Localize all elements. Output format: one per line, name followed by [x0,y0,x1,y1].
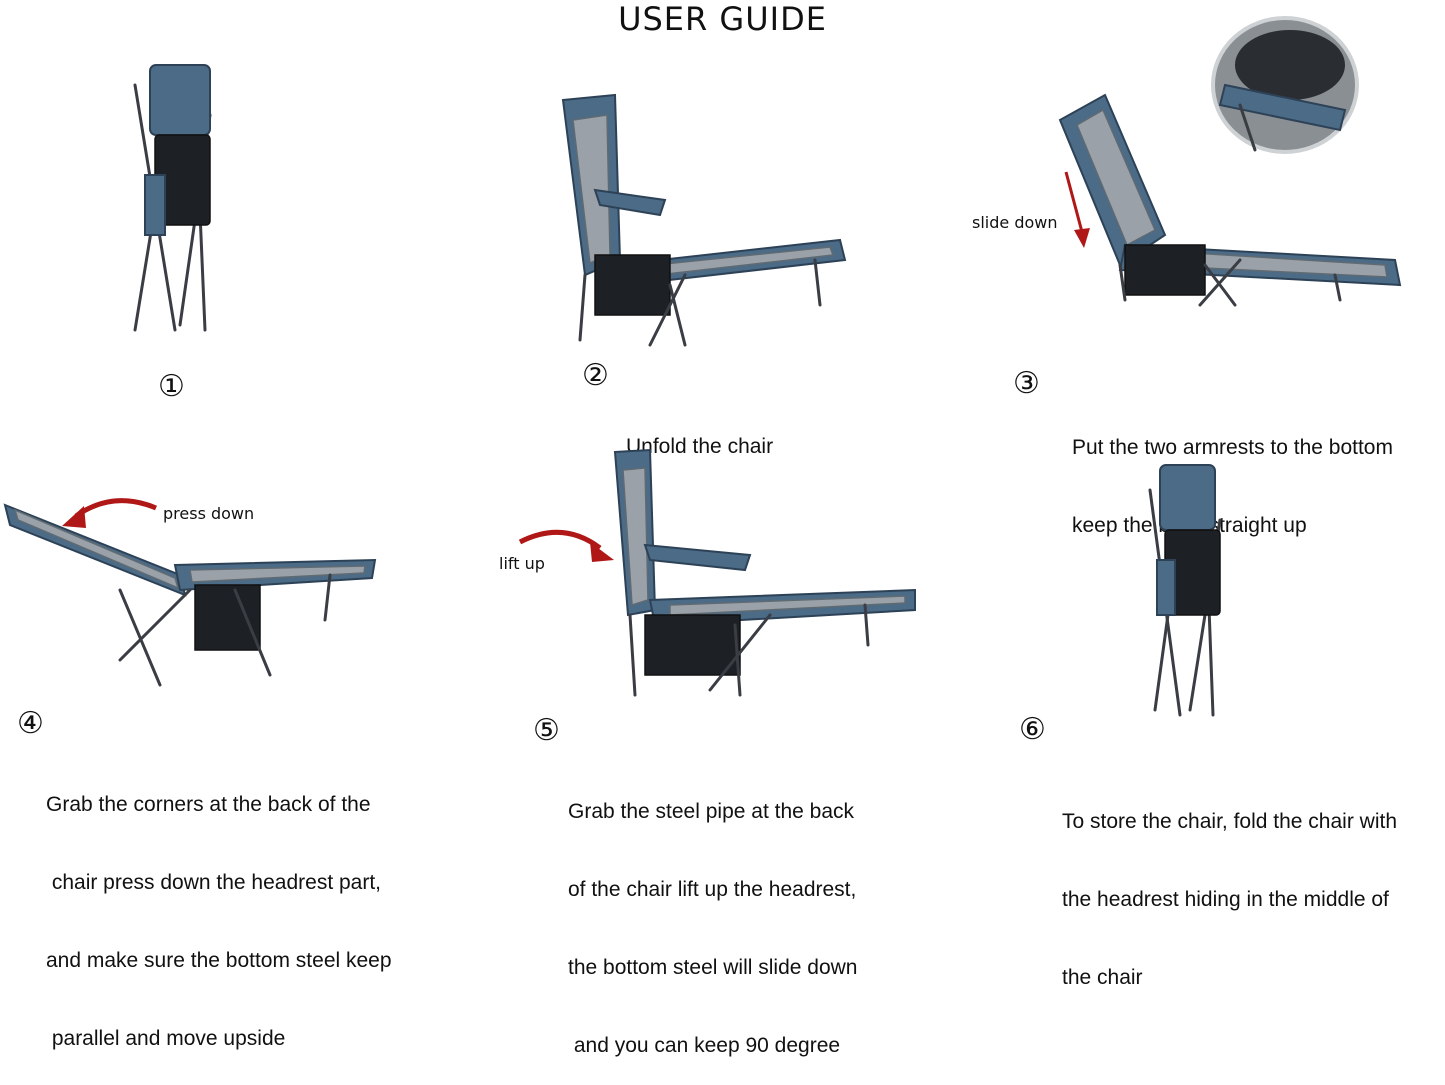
step-3-caption-line: Put the two armrests to the bottom [1072,436,1393,459]
step-6-caption-line: the headrest hiding in the middle of [1062,888,1389,911]
step-5-number: ⑤ [533,713,560,748]
guide-title: USER GUIDE [618,0,827,38]
step-3-slide-down-label: slide down [972,213,1058,232]
step-5-upright-chair-image [613,448,916,697]
step-4-caption-line: chair press down the headrest part, [46,871,382,894]
step-3-number: ③ [1013,366,1040,401]
step-2-number: ② [582,358,609,393]
step-6-caption-line: the chair [1062,966,1143,989]
step-4-number: ④ [17,706,44,741]
step-5-caption-line: and you can keep 90 degree [568,1034,841,1057]
step-4-press-down-label: press down [163,504,255,523]
step-6-caption: To store the chair, fold the chair with … [1062,757,1397,1017]
step-2-unfolded-chair-image [561,93,847,347]
step-6-number: ⑥ [1019,712,1046,747]
step-4-caption-line: and make sure the bottom steel keep [46,949,392,972]
step-4-caption-line: parallel and move upside [46,1027,286,1050]
step-5-caption: Grab the steel pipe at the back of the c… [568,747,857,1085]
step-3-reclined-chair-image [1058,93,1402,307]
step-4-caption-line: Grab the corners at the back of the [46,793,371,816]
step-3-detail-inset-image [1211,16,1359,154]
step-4-flat-recline-image [3,503,377,687]
step-5-caption-line: Grab the steel pipe at the back [568,800,855,823]
step-5-lift-up-arrow [518,529,614,562]
step-3-slide-down-arrow [1064,171,1090,248]
step-1-folded-chair-image [133,64,212,332]
step-4-caption: Grab the corners at the back of the chai… [46,740,392,1078]
step-6-stored-chair-image [1148,464,1222,717]
step-4-press-down-arrow [62,498,157,528]
step-5-caption-line: the bottom steel will slide down [568,956,858,979]
step-1-number: ① [158,369,185,404]
step-3-caption: Put the two armrests to the bottom keep … [1072,383,1393,565]
step-6-caption-line: To store the chair, fold the chair with [1062,810,1398,833]
step-5-lift-up-label: lift up [499,554,545,573]
step-5-caption-line: of the chair lift up the headrest, [568,878,857,901]
